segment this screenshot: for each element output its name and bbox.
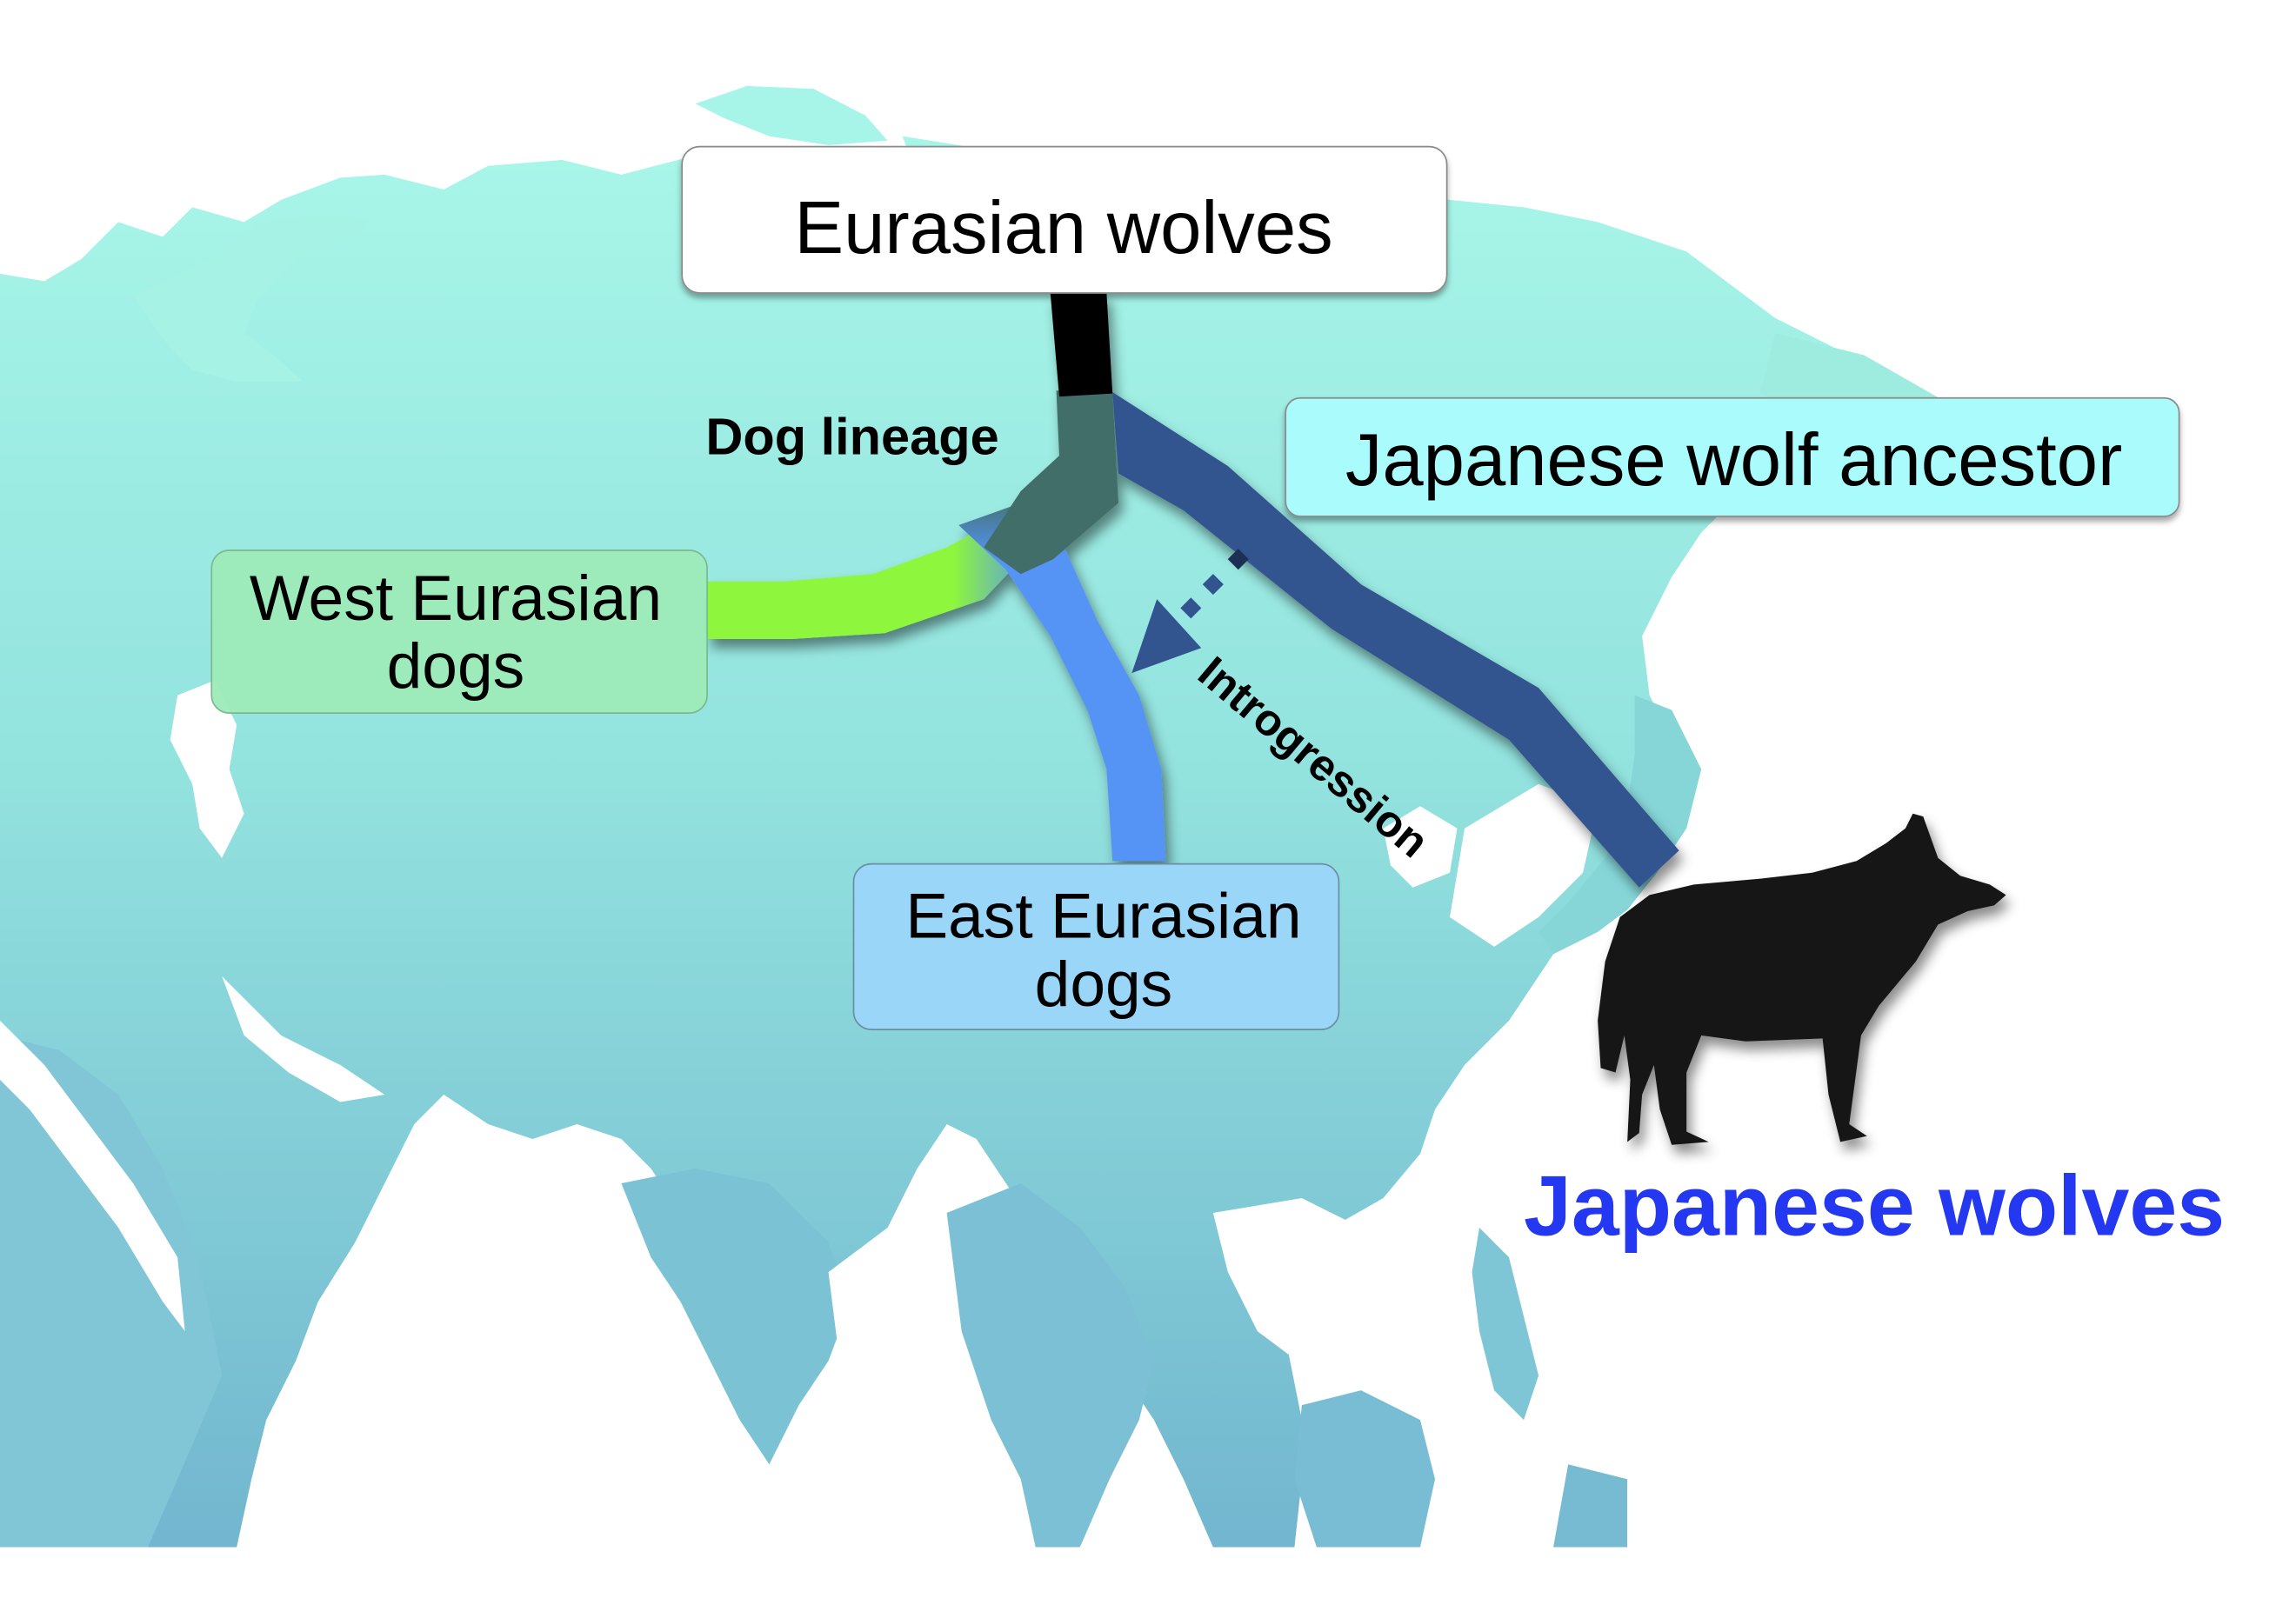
lineage-tree (707, 292, 1679, 888)
map-bottom-margin (0, 1547, 2296, 1605)
japanese-wolf-ancestor-label: Japanese wolf ancestor (1345, 419, 2123, 502)
eurasian-wolves-label: Eurasian wolves (794, 187, 1332, 270)
dog-lineage-label: Dog lineage (705, 407, 998, 465)
south-china-sea (1212, 1198, 1405, 1376)
landmass-novaya-zemlya (695, 85, 888, 145)
japanese-wolf-branch (1112, 391, 1679, 888)
landmass-scandinavia (133, 214, 370, 383)
west-eurasian-dogs-label-line2: dogs (387, 631, 525, 702)
west-eurasian-dogs-label-line1: West Eurasian (250, 563, 662, 634)
landmass-new-guinea (1553, 1464, 1628, 1548)
pacific-ocean-east (1568, 473, 2296, 1605)
japanese-wolves-label: Japanese wolves (1524, 1158, 2225, 1254)
eurasian-wolves-box (681, 145, 1448, 294)
landmass-arabia-africa (0, 1035, 223, 1548)
bay-of-bengal (828, 1228, 947, 1421)
eurasian-wolves-stem (1050, 292, 1113, 397)
introgression-dash-2 (1202, 574, 1224, 596)
landmass-india (621, 1169, 851, 1465)
wolf-silhouette-icon (1598, 813, 2006, 1145)
landmass-se-asia (946, 1183, 1154, 1548)
landmass-borneo (1294, 1390, 1435, 1548)
bohai-sea (1383, 806, 1458, 888)
east-eurasian-dogs-label-line2: dogs (1035, 949, 1173, 1020)
east-eurasian-dogs-label-line1: East Eurasian (905, 882, 1301, 952)
sea-of-japan (1450, 783, 1599, 947)
east-eurasian-dogs-box (852, 862, 1340, 1030)
caspian-sea (170, 680, 244, 858)
introgression-arrow-icon (1131, 599, 1202, 674)
dog-lineage-trunk (984, 390, 1118, 575)
west-eurasian-dogs-branch (707, 515, 1036, 640)
persian-gulf (222, 976, 385, 1102)
eurasian-wolves-node (681, 145, 1448, 294)
red-sea (0, 1020, 185, 1332)
east-eurasian-dogs-branch (958, 503, 1166, 862)
west-eurasian-dogs-box (210, 549, 708, 714)
landmass-philippines (1472, 1228, 1539, 1421)
japanese-wolf-ancestor-node (1285, 396, 2180, 517)
japanese-wolf-ancestor-box (1285, 396, 2180, 517)
